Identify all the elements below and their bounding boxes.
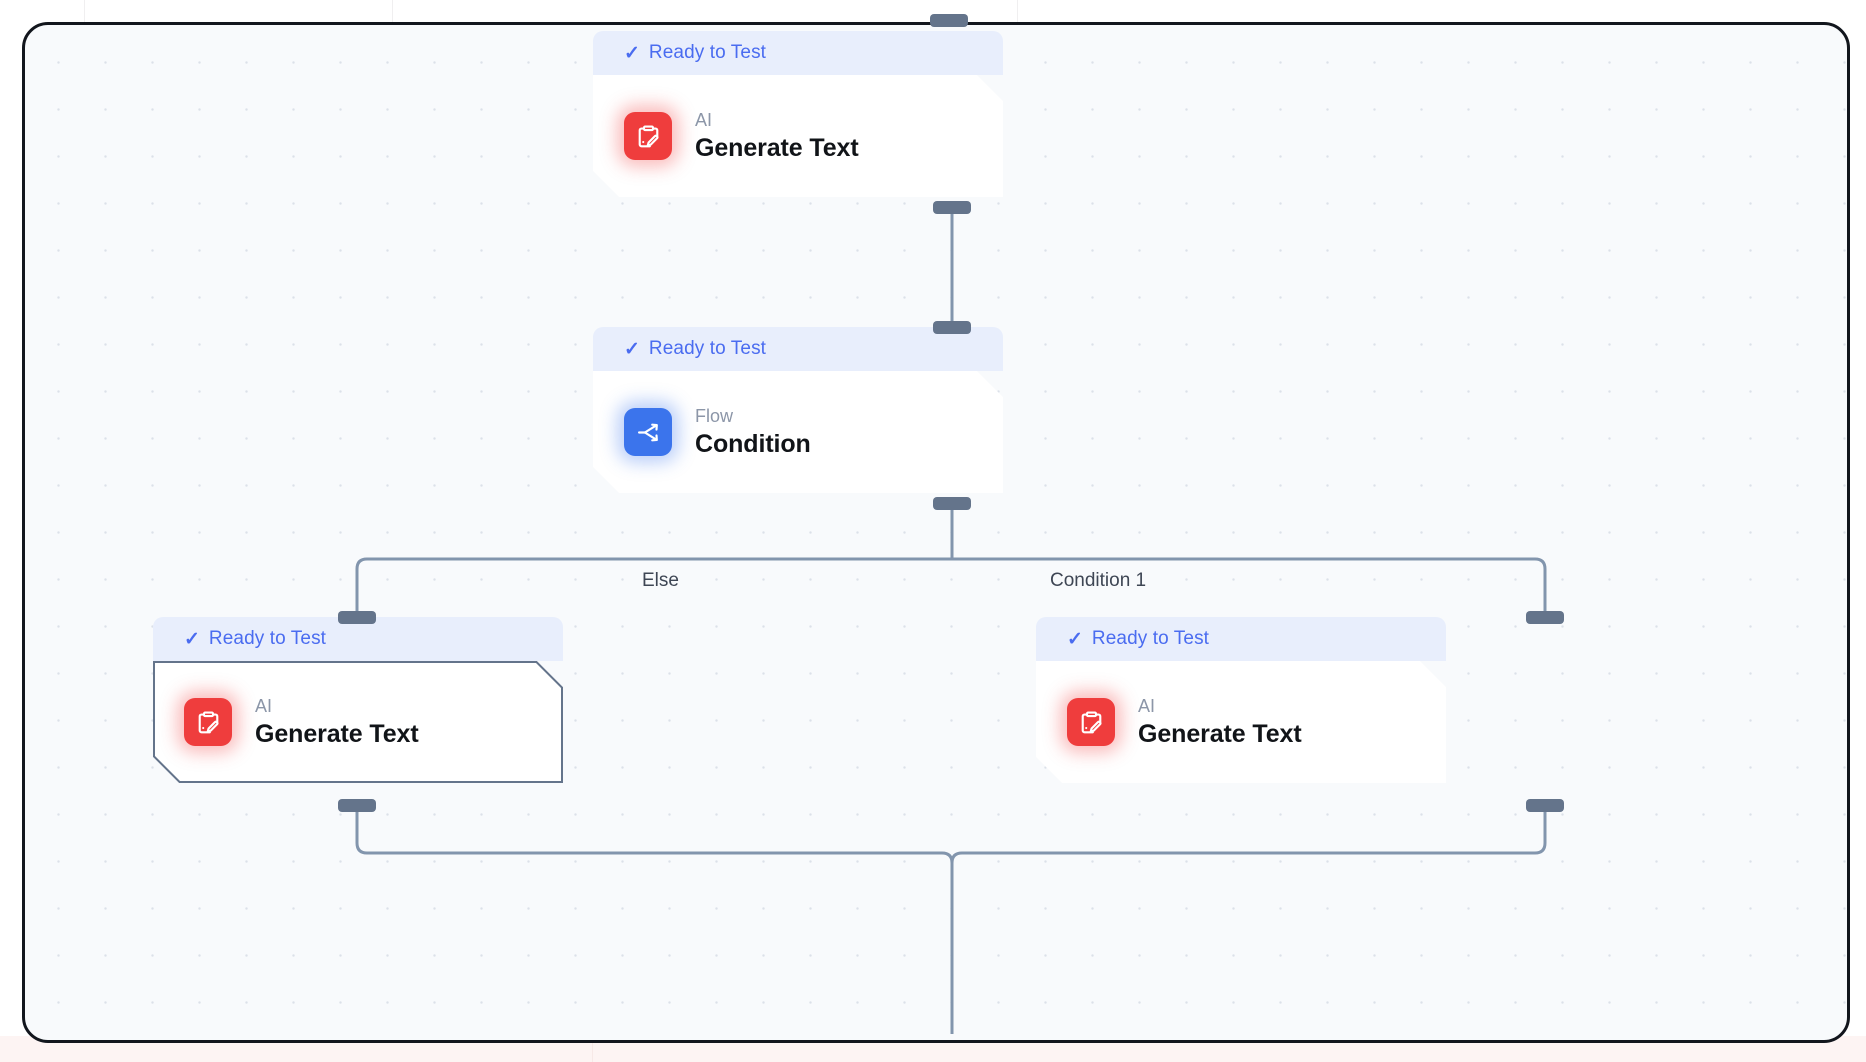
node-generate-text-top[interactable]: ✓ Ready to Test AI Generate Text — [593, 31, 1003, 197]
workflow-canvas[interactable]: Else Condition 1 ✓ Ready to Test — [22, 22, 1850, 1043]
node-body[interactable]: Flow Condition — [593, 371, 1003, 493]
node-text: AI Generate Text — [1138, 695, 1302, 750]
port-out-condition[interactable] — [933, 497, 971, 510]
branch-label-condition-1[interactable]: Condition 1 — [1041, 570, 1156, 592]
port-out-generate-text-condition-1[interactable] — [1526, 799, 1564, 812]
node-kind-label: AI — [1138, 695, 1156, 716]
node-status-text: Ready to Test — [1091, 628, 1210, 649]
branch-label-else[interactable]: Else — [633, 570, 688, 592]
branch-split-icon — [624, 408, 672, 456]
check-icon: ✓ — [624, 338, 640, 360]
check-icon: ✓ — [1067, 628, 1083, 650]
clipboard-pencil-icon — [624, 112, 672, 160]
node-title: Generate Text — [1138, 720, 1302, 749]
check-icon: ✓ — [184, 628, 200, 650]
node-title: Generate Text — [695, 134, 859, 163]
node-body[interactable]: AI Generate Text — [593, 75, 1003, 197]
port-out-generate-text-top[interactable] — [933, 201, 971, 214]
port-in-condition[interactable] — [933, 321, 971, 334]
node-kind-label: AI — [255, 695, 273, 716]
node-title: Condition — [695, 430, 811, 459]
node-status-banner: ✓ Ready to Test — [593, 31, 1003, 75]
node-text: Flow Condition — [695, 405, 811, 460]
node-text: AI Generate Text — [695, 109, 859, 164]
node-status-banner: ✓ Ready to Test — [153, 617, 563, 661]
node-status-text: Ready to Test — [648, 338, 767, 359]
node-status-text: Ready to Test — [648, 42, 767, 63]
node-body[interactable]: AI Generate Text — [1036, 661, 1446, 783]
node-generate-text-else[interactable]: ✓ Ready to Test AI Generate Text — [153, 617, 563, 783]
clipboard-pencil-icon — [1067, 698, 1115, 746]
node-kind-label: AI — [695, 109, 713, 130]
port-in-generate-text-else[interactable] — [338, 611, 376, 624]
background-seam — [592, 1036, 593, 1062]
port-above-canvas[interactable] — [930, 14, 968, 27]
node-title: Generate Text — [255, 720, 419, 749]
node-condition[interactable]: ✓ Ready to Test Flow Condition — [593, 327, 1003, 493]
node-text: AI Generate Text — [255, 695, 419, 750]
node-status-banner: ✓ Ready to Test — [593, 327, 1003, 371]
clipboard-pencil-icon — [184, 698, 232, 746]
node-kind-label: Flow — [695, 405, 734, 426]
node-status-banner: ✓ Ready to Test — [1036, 617, 1446, 661]
check-icon: ✓ — [624, 42, 640, 64]
node-status-text: Ready to Test — [208, 628, 327, 649]
node-generate-text-condition-1[interactable]: ✓ Ready to Test AI Generate Text — [1036, 617, 1446, 783]
port-in-generate-text-condition-1[interactable] — [1526, 611, 1564, 624]
node-body[interactable]: AI Generate Text — [153, 661, 563, 783]
port-out-generate-text-else[interactable] — [338, 799, 376, 812]
